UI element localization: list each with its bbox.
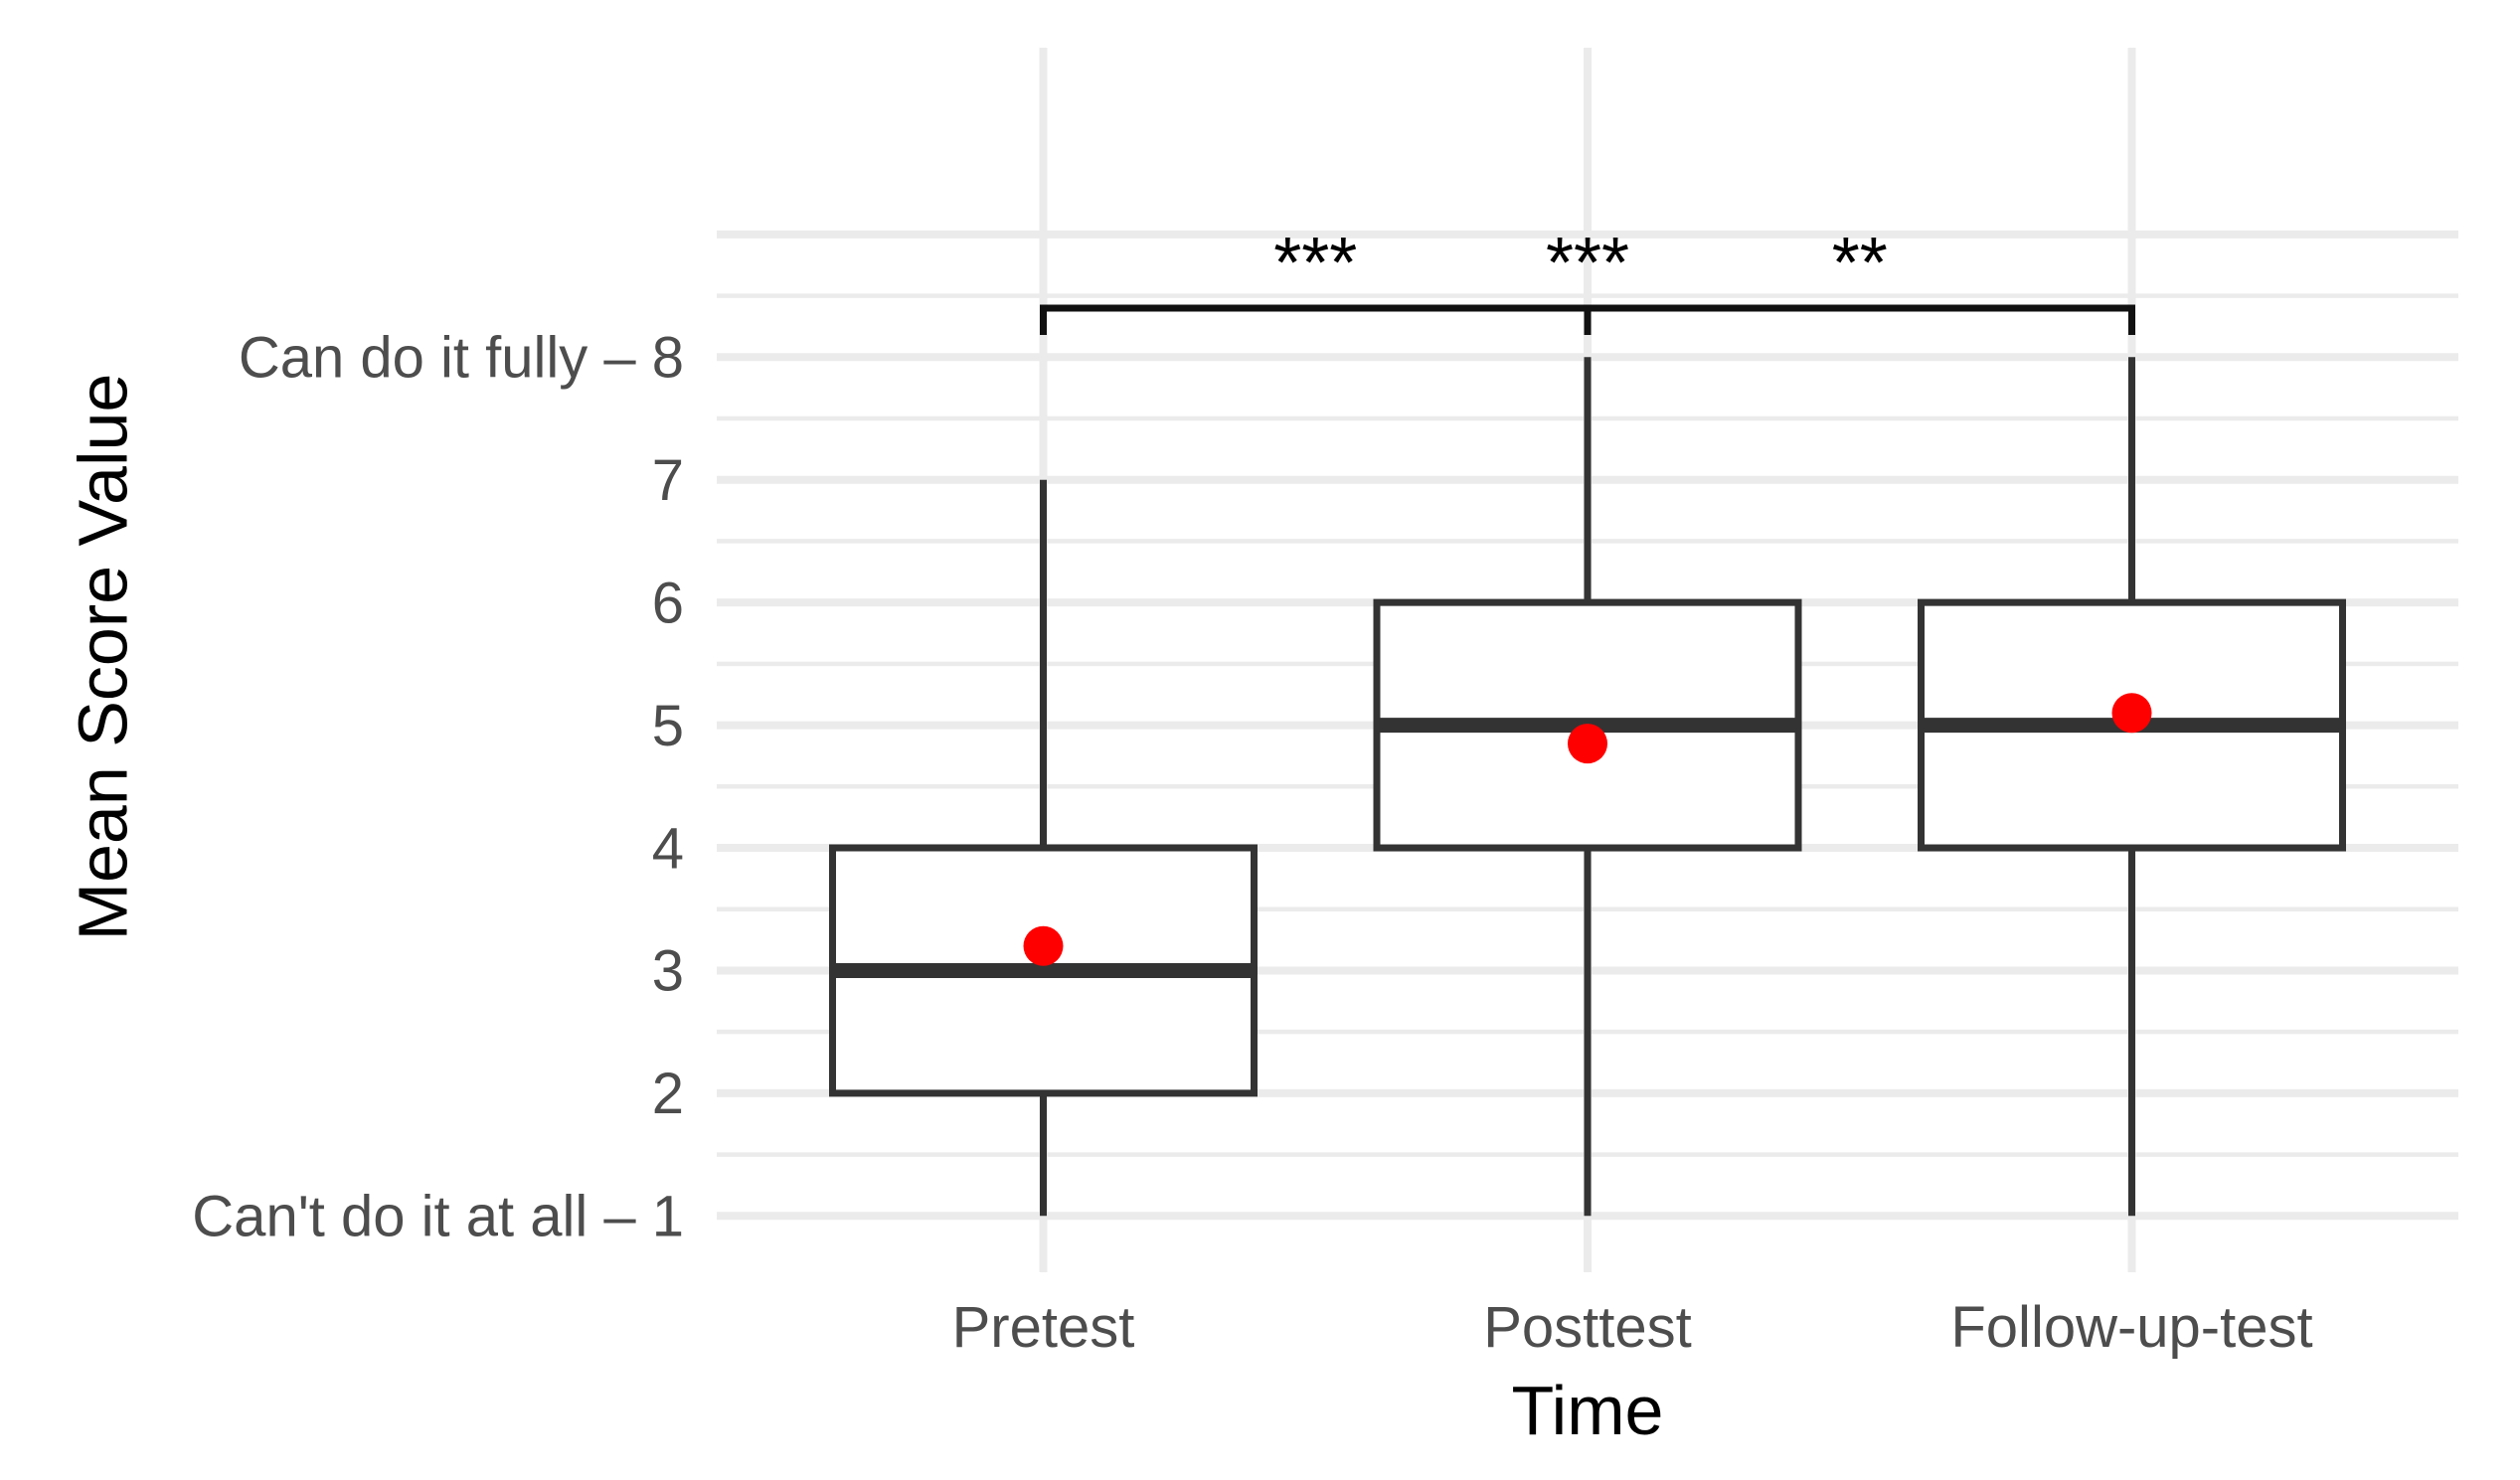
mean-dot [1568,724,1607,764]
significance-stars: ** [1832,224,1888,303]
x-tick-label: Posttest [1483,1295,1692,1360]
significance-bracket [1584,304,2135,335]
x-axis-title: Time [1512,1372,1664,1449]
box-layer [829,357,2346,1217]
y-tick-label: 4 [652,816,684,881]
y-tick-label: 2 [652,1062,684,1126]
y-tick-label: 3 [652,939,684,1004]
y-tick-label: 6 [652,571,684,635]
y-tick-label: Can do it fully – 8 [239,326,684,391]
y-tick-label: 5 [652,694,684,758]
x-tick-label: Pretest [952,1295,1135,1360]
significance-stars: *** [1273,224,1357,303]
boxplot-posttest [1373,357,1802,1217]
significance-stars: *** [1546,224,1629,303]
boxplot-pretest [829,479,1258,1217]
boxplot-follow-up-test [1918,357,2346,1217]
x-tick-label: Follow-up-test [1950,1295,2312,1360]
mean-dot [1023,925,1064,966]
significance-bracket [1040,304,1592,335]
y-tick-label: Can't do it at all – 1 [192,1185,684,1249]
y-axis-title: Mean Score Value [65,374,142,941]
y-tick-label: 7 [652,448,684,513]
mean-dot [2111,693,2152,734]
significance-layer: ******** [1040,224,2135,335]
